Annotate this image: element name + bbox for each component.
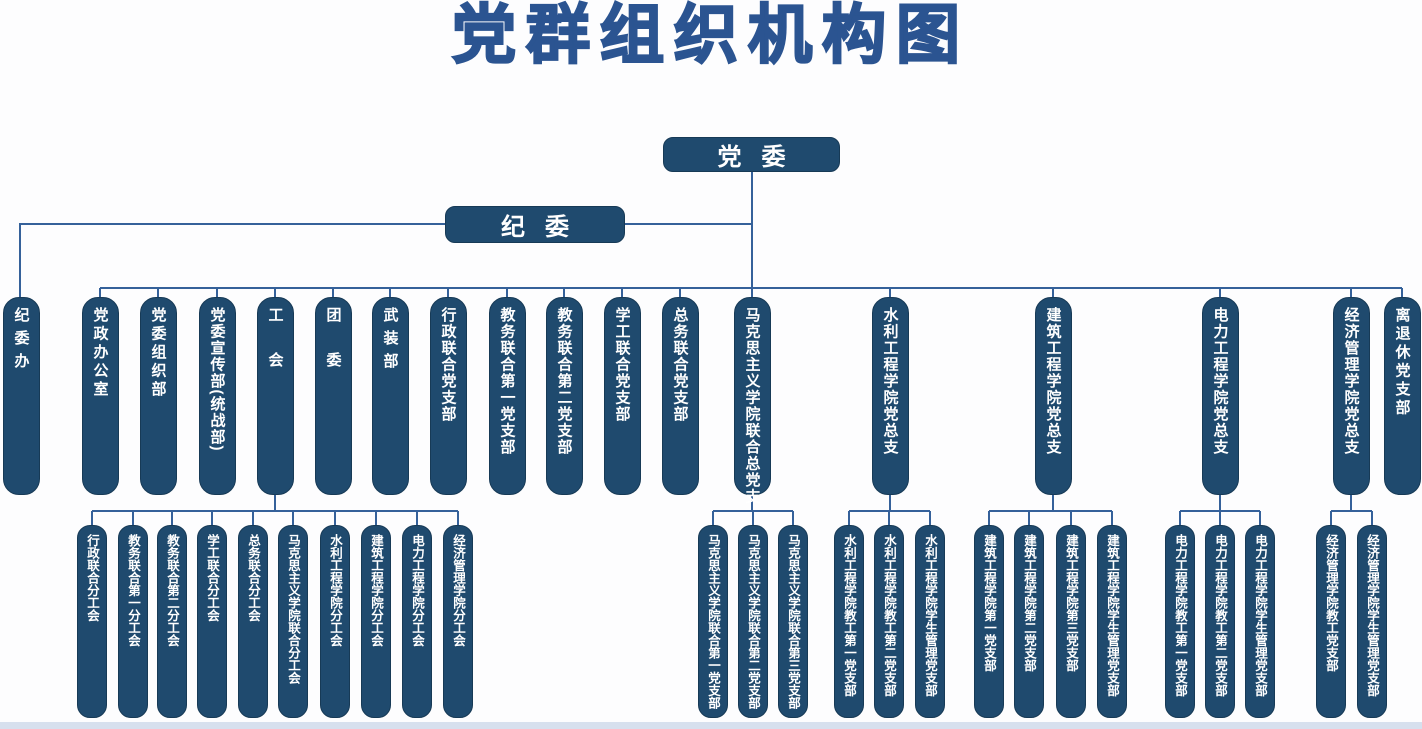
- org-node-discipline-label: 纪委: [501, 214, 589, 241]
- org-node: 党委组织部: [139, 297, 177, 495]
- org-node: 水利工程学院学生管理党支部: [915, 525, 945, 718]
- org-node: 纪委办: [2, 297, 40, 495]
- org-node: 电力工程学院分工会: [402, 525, 432, 718]
- org-node: 马克思主义学院联合分工会: [278, 525, 308, 718]
- org-node: 马克思主义学院联合第二党支部: [738, 525, 768, 718]
- org-node: 建筑工程学院党总支: [1034, 297, 1072, 495]
- org-node: 水利工程学院分工会: [320, 525, 350, 718]
- org-node: 学工联合分工会: [197, 525, 227, 718]
- org-node: 建筑工程学院第一党支部: [974, 525, 1004, 718]
- org-node: 建筑工程学院第三党支部: [1056, 525, 1086, 718]
- org-node: 电力工程学院教工第一党支部: [1165, 525, 1195, 718]
- org-node: 电力工程学院党总支: [1201, 297, 1239, 495]
- org-node: 经济管理学院教工党支部: [1316, 525, 1346, 718]
- org-node: 总务联合分工会: [238, 525, 268, 718]
- org-node: 行政联合分工会: [77, 525, 107, 718]
- org-node-root-label: 党委: [717, 144, 806, 171]
- org-node: 教务联合第一分工会: [118, 525, 148, 718]
- bottom-strip: [0, 722, 1422, 729]
- org-node: 经济管理学院学生管理党支部: [1357, 525, 1387, 718]
- org-node-discipline: 纪委: [445, 206, 625, 243]
- org-node: 工会: [256, 297, 294, 495]
- org-node: 党政办公室: [81, 297, 119, 495]
- org-node: 经济管理学院分工会: [443, 525, 473, 718]
- org-node: 水利工程学院教工第一党支部: [834, 525, 864, 718]
- org-node: 学工联合党支部: [603, 297, 641, 495]
- org-node: 离退休党支部: [1383, 297, 1421, 495]
- org-node: 建筑工程学院学生管理党支部: [1097, 525, 1127, 718]
- org-node: 教务联合第二党支部: [545, 297, 583, 495]
- org-node: 马克思主义学院联合总党支: [733, 297, 771, 505]
- org-node: 电力工程学院学生管理党支部: [1245, 525, 1275, 718]
- org-node: 马克思主义学院联合第一党支部: [698, 525, 728, 718]
- org-node: 教务联合第二分工会: [157, 525, 187, 718]
- org-node: 武装部: [371, 297, 409, 495]
- org-node: 水利工程学院教工第二党支部: [874, 525, 904, 718]
- org-node: 教务联合第一党支部: [488, 297, 526, 495]
- org-node: 建筑工程学院第二党支部: [1014, 525, 1044, 718]
- org-node: 总务联合党支部: [661, 297, 699, 495]
- org-node: 电力工程学院教工第二党支部: [1205, 525, 1235, 718]
- org-node: 水利工程学院党总支: [871, 297, 909, 495]
- org-node: 经济管理学院党总支: [1332, 297, 1370, 495]
- org-node: 马克思主义学院联合第三党支部: [778, 525, 808, 718]
- org-node: 党委宣传部(统战部): [198, 297, 236, 495]
- org-node: 团委: [314, 297, 352, 495]
- org-node-root: 党委: [663, 137, 840, 172]
- org-node: 行政联合党支部: [429, 297, 467, 495]
- page-title: 党群组织机构图: [451, 0, 970, 72]
- org-node: 建筑工程学院分工会: [361, 525, 391, 718]
